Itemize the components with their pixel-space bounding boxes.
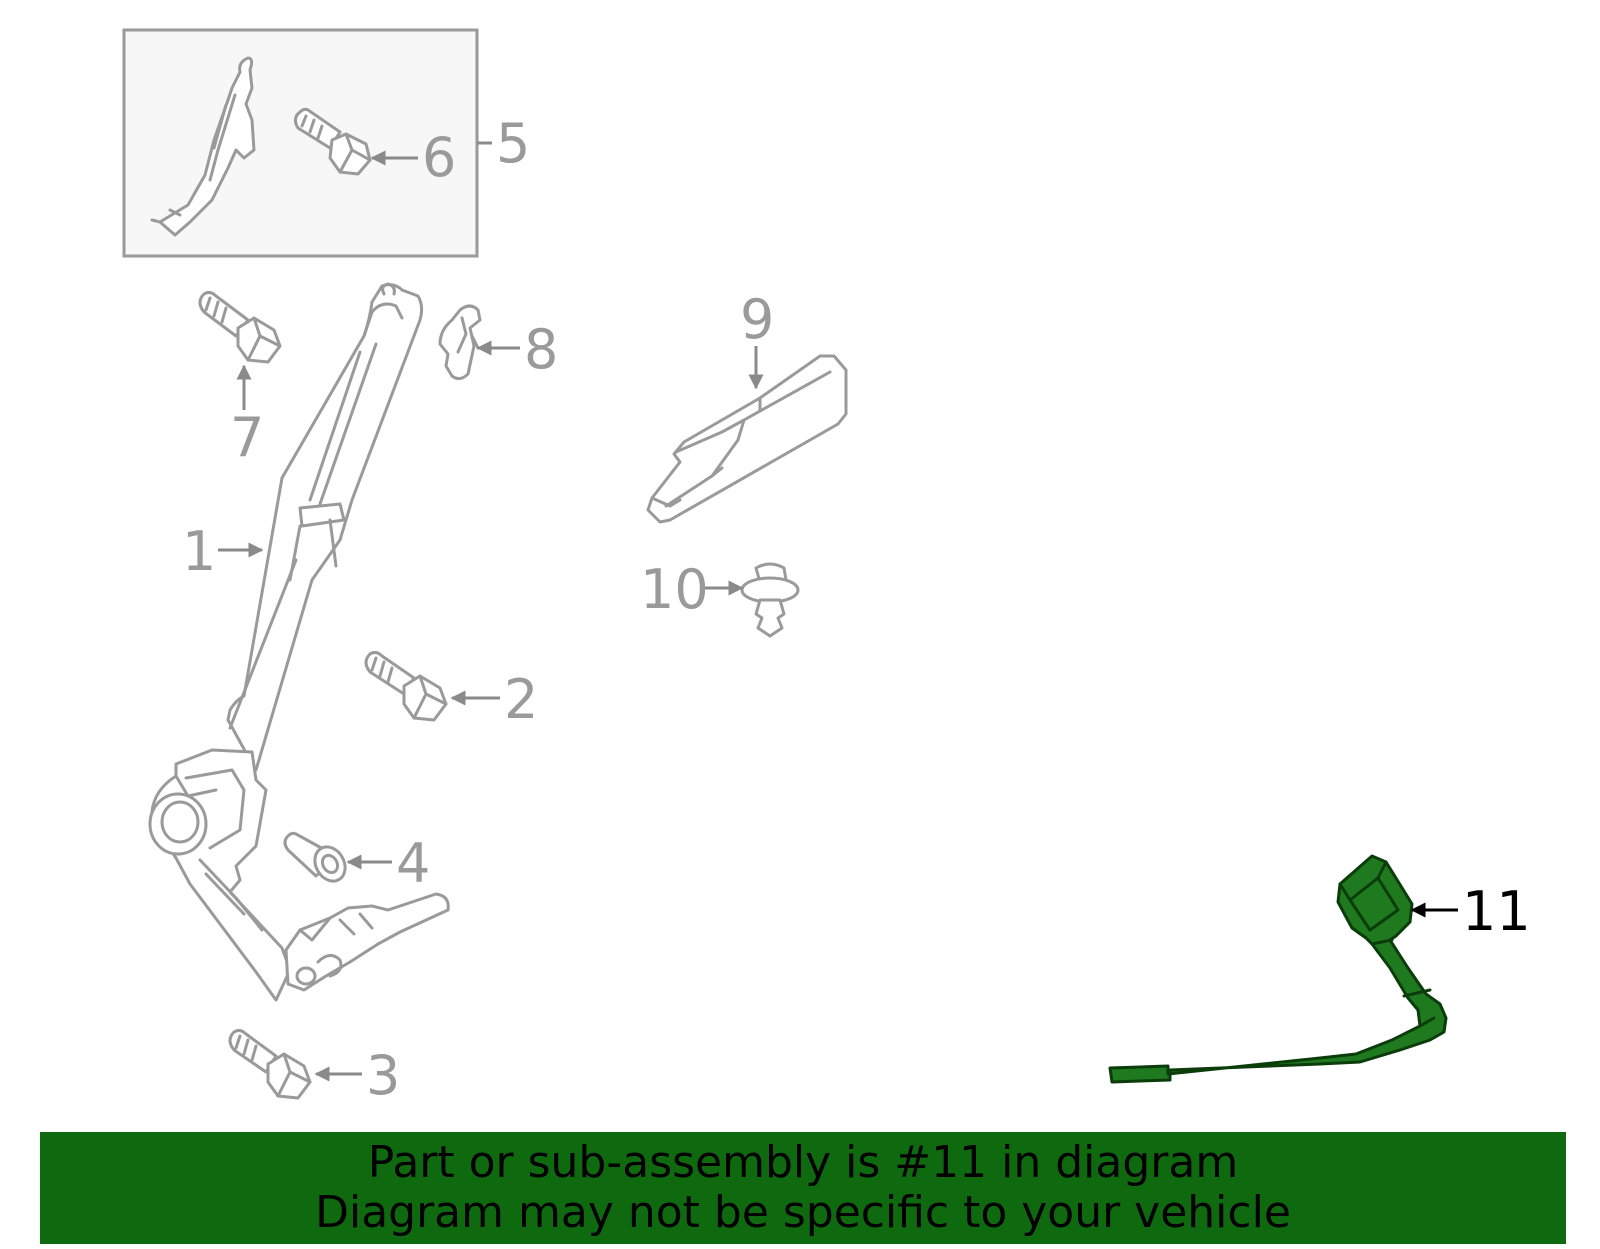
info-banner: Part or sub-assembly is #11 in diagram D… <box>40 1132 1566 1244</box>
callout-8: 8 <box>524 318 558 381</box>
part-1-seat-belt-assembly <box>148 282 450 1002</box>
callout-6: 6 <box>422 126 456 189</box>
callout-11: 11 <box>1462 880 1531 943</box>
part-9-trim-cover <box>646 354 848 524</box>
part-2-bolt <box>364 650 448 722</box>
part-10-push-pin <box>740 562 800 638</box>
callout-1: 1 <box>182 520 216 583</box>
part-7-bolt <box>198 290 282 364</box>
banner-line-part-number: Part or sub-assembly is #11 in diagram <box>367 1137 1239 1188</box>
callout-4: 4 <box>396 832 430 895</box>
part-8-clip <box>438 304 482 381</box>
callout-10: 10 <box>640 558 709 621</box>
callout-3: 3 <box>366 1044 400 1107</box>
part-5-assembly-box <box>122 28 479 258</box>
callout-5: 5 <box>496 112 530 175</box>
callout-9: 9 <box>740 288 774 351</box>
part-6-bolt <box>293 107 372 176</box>
callout-7: 7 <box>230 406 264 469</box>
part-4-plug <box>283 831 347 883</box>
part-3-bolt <box>228 1028 312 1100</box>
part-11-buckle <box>1108 854 1448 1084</box>
part-5-bracket <box>158 56 256 237</box>
callout-2: 2 <box>504 668 538 731</box>
banner-line-disclaimer: Diagram may not be specific to your vehi… <box>315 1187 1291 1238</box>
